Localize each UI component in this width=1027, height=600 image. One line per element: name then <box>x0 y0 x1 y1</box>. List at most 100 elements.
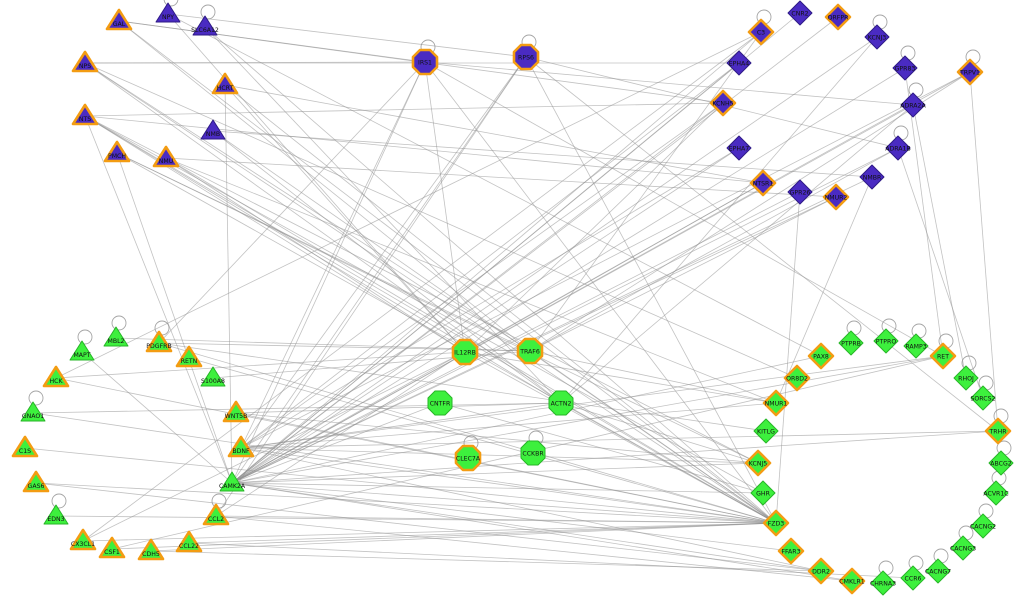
octagon-node-shape <box>516 337 544 365</box>
node-HCRT[interactable]: HCRT <box>211 72 239 95</box>
node-EDN3[interactable]: EDN3 <box>43 504 69 525</box>
triangle-node-shape <box>152 145 180 168</box>
node-CACNG2[interactable]: CACNG2 <box>970 513 996 539</box>
edge-gt2-gd16 <box>158 342 777 524</box>
node-PDGFRB[interactable]: PDGFRB <box>145 330 173 353</box>
octagon-node-shape <box>427 390 453 416</box>
triangle-node-shape <box>137 538 165 561</box>
edge-pd15-gd8 <box>775 176 873 404</box>
node-GPR26[interactable]: GPR26 <box>787 179 813 205</box>
edge-gt11-gd16 <box>35 482 777 524</box>
node-NPY[interactable]: NPY <box>155 2 181 23</box>
diamond-node-shape <box>749 169 777 197</box>
node-NMUR2[interactable]: NMUR2 <box>822 183 850 211</box>
edge-pd10-gt12 <box>231 147 740 484</box>
node-GNAO1[interactable]: GNAO1 <box>20 401 46 422</box>
diamond-node-shape <box>950 535 976 561</box>
triangle-node-shape <box>175 345 203 368</box>
node-CHRNA3[interactable]: CHRNA3 <box>870 570 896 596</box>
node-C3[interactable]: C3 <box>747 18 775 46</box>
node-FZD3[interactable]: FZD3 <box>762 509 790 537</box>
node-ADRA1B[interactable]: ADRA1B <box>885 135 911 161</box>
diamond-node-shape <box>807 557 835 585</box>
node-CCL22[interactable]: CCL22 <box>175 530 203 553</box>
node-WNT5B[interactable]: WNT5B <box>222 400 250 423</box>
node-RAMP3[interactable]: RAMP3 <box>903 333 929 359</box>
edge-pd9-go4 <box>560 104 914 404</box>
node-DDR2[interactable]: DDR2 <box>807 557 835 585</box>
edge-pd4-go4 <box>560 36 878 404</box>
node-ABCG2[interactable]: ABCG2 <box>988 450 1014 476</box>
node-EPHA7[interactable]: EPHA7 <box>726 135 752 161</box>
node-CNTFR[interactable]: CNTFR <box>427 390 453 416</box>
node-PAX8[interactable]: PAX8 <box>807 342 835 370</box>
node-PMCH[interactable]: PMCH <box>103 140 131 163</box>
node-C1S[interactable]: C1S <box>11 435 39 458</box>
node-CLEC7A[interactable]: CLEC7A <box>454 444 482 472</box>
edge-pd13-gd16 <box>775 191 801 524</box>
node-GPR83[interactable]: GPR83 <box>892 55 918 81</box>
node-KITLG[interactable]: KITLG <box>753 418 779 444</box>
node-MBL2[interactable]: MBL2 <box>103 326 129 347</box>
node-CACNG3[interactable]: CACNG3 <box>950 535 976 561</box>
node-FFAR3[interactable]: FFAR3 <box>777 537 805 565</box>
node-HCK[interactable]: HCK <box>42 365 70 388</box>
edge-po1-gt2 <box>158 61 426 344</box>
node-NMBR[interactable]: NMBR <box>859 164 885 190</box>
node-GAL[interactable]: GAL <box>105 8 133 31</box>
edge-pt6-gt12 <box>84 115 233 484</box>
node-GHR[interactable]: GHR <box>750 480 776 506</box>
node-MAPT[interactable]: MAPT <box>69 340 95 361</box>
triangle-node-shape <box>222 400 250 423</box>
triangle-node-shape <box>200 366 226 387</box>
node-SLC6A12[interactable]: SLC6A12 <box>191 15 219 36</box>
diamond-node-shape <box>838 567 866 595</box>
node-SORCS2[interactable]: SORCS2 <box>970 385 996 411</box>
node-NPS[interactable]: NPS <box>71 50 99 73</box>
node-ACVR1C[interactable]: ACVR1C <box>983 480 1009 506</box>
octagon-node-shape <box>520 440 546 466</box>
diamond-node-shape <box>824 3 852 31</box>
node-IL12RB[interactable]: IL12RB <box>451 338 479 366</box>
edge-pt5-go1 <box>224 84 466 353</box>
edge-pt4-gd6 <box>84 62 798 379</box>
edge-go1-gd8 <box>464 351 777 404</box>
edge-gt12-gd14 <box>231 482 764 494</box>
node-QRFPR[interactable]: QRFPR <box>824 3 852 31</box>
edge-gt12-gd16 <box>231 482 777 524</box>
node-KCNJ3[interactable]: KCNJ3 <box>864 24 890 50</box>
node-CCR6[interactable]: CCR6 <box>900 565 926 591</box>
node-CNR2[interactable]: CNR2 <box>787 0 813 26</box>
node-IRS1[interactable]: IRS1 <box>411 48 439 76</box>
diamond-node-shape <box>903 333 929 359</box>
node-GAS6[interactable]: GAS6 <box>22 470 50 493</box>
node-RPS6[interactable]: RPS6 <box>512 43 540 71</box>
node-RET[interactable]: RET <box>929 342 957 370</box>
edge-pt9-go1 <box>165 157 466 353</box>
node-TRPV1[interactable]: TRPV1 <box>956 58 984 86</box>
node-CACNG7[interactable]: CACNG7 <box>925 558 951 584</box>
node-PTPRB[interactable]: PTPRB <box>838 330 864 356</box>
diamond-node-shape <box>988 450 1014 476</box>
node-TRHR[interactable]: TRHR <box>984 417 1012 445</box>
node-TRAF6[interactable]: TRAF6 <box>516 337 544 365</box>
diamond-node-shape <box>787 179 813 205</box>
node-OR8D2[interactable]: OR8D2 <box>783 364 811 392</box>
node-CMKLR1[interactable]: CMKLR1 <box>838 567 866 595</box>
node-KCNJ5[interactable]: KCNJ5 <box>744 449 772 477</box>
node-CCL2[interactable]: CCL2 <box>202 503 230 526</box>
node-ACTN2[interactable]: ACTN2 <box>548 390 574 416</box>
edge-go4-gt8 <box>235 402 562 414</box>
node-CDH5[interactable]: CDH5 <box>137 538 165 561</box>
node-CX3CL1[interactable]: CX3CL1 <box>69 528 97 551</box>
edge-go2-gd8 <box>529 350 777 404</box>
node-S100A8[interactable]: S100A8 <box>200 366 226 387</box>
self-loop-pt3 <box>200 4 216 20</box>
node-RHOJ[interactable]: RHOJ <box>953 365 979 391</box>
node-CCKBR[interactable]: CCKBR <box>520 440 546 466</box>
node-RETN[interactable]: RETN <box>175 345 203 368</box>
edge-go4-gt7 <box>32 402 562 414</box>
node-NTS[interactable]: NTS <box>71 103 99 126</box>
